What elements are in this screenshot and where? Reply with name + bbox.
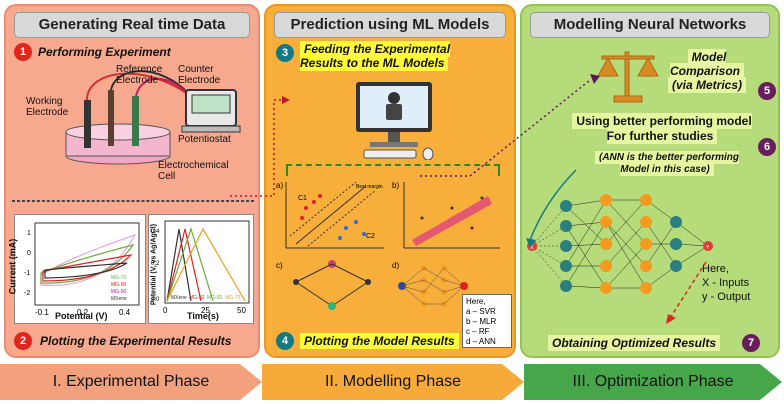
legend-mlr: b – MLR bbox=[466, 317, 497, 326]
gcd-xtick: 50 bbox=[237, 306, 246, 315]
step-badge-5: 5 bbox=[758, 82, 776, 100]
cv-ytick: -2 bbox=[24, 290, 30, 297]
phase-arrow-experimental: I. Experimental Phase bbox=[0, 364, 262, 400]
mlr-plot: b) bbox=[392, 178, 504, 254]
gcd-xtick: 0 bbox=[163, 306, 168, 315]
nn-legend-x: X - Inputs bbox=[702, 277, 750, 289]
step-title-2: Plotting the Experimental Results bbox=[40, 334, 232, 348]
cv-plot: -0.1 0.2 0.4 1 0 -1 -2 MG-70 MG-60 MG-50… bbox=[7, 214, 146, 324]
nn-output-node bbox=[703, 241, 713, 251]
scale-icon bbox=[597, 51, 659, 103]
step-title-4: Plotting the Model Results bbox=[300, 333, 459, 349]
gcd-legend: MG-60 bbox=[207, 295, 223, 301]
cv-legend: MG-60 bbox=[111, 282, 127, 288]
step-badge-7: 7 bbox=[742, 334, 760, 352]
dashed-connector bbox=[286, 164, 500, 176]
step-title-3: Feeding the Experimental Results to the … bbox=[300, 41, 451, 71]
step-badge-3: 3 bbox=[276, 44, 294, 62]
cv-xtick: 0.4 bbox=[119, 308, 131, 317]
gcd-ytick: 0.0 bbox=[151, 297, 160, 303]
phase-arrow-optimization: III. Optimization Phase bbox=[524, 364, 782, 400]
gcd-xlabel: Time(s) bbox=[187, 311, 219, 321]
step-title-5: Model Comparison (via Metrics) bbox=[662, 49, 752, 93]
svr-plot: a) Best margin C1 C2 bbox=[276, 178, 388, 254]
reference-electrode-label: Reference Electrode bbox=[116, 64, 163, 86]
nn-legend-y: y - Output bbox=[702, 291, 751, 303]
gcd-xtick: 25 bbox=[201, 306, 210, 315]
gcd-ytick: 0.4 bbox=[151, 229, 160, 235]
phase-label: III. Optimization Phase bbox=[572, 373, 734, 390]
legend-here: Here, bbox=[466, 297, 486, 306]
panel-title: Prediction using ML Models bbox=[274, 12, 506, 38]
cv-legend: MXene bbox=[111, 296, 127, 302]
phase-label: I. Experimental Phase bbox=[52, 373, 210, 390]
dashed-arrow-to-result bbox=[666, 261, 707, 324]
panel-title: Generating Real time Data bbox=[14, 12, 250, 38]
cv-xlabel: Potential (V) bbox=[55, 311, 108, 321]
electrochemical-setup-illustration bbox=[65, 70, 241, 165]
gcd-plot: 0 25 50 0.4 0.2 0.0 MXene MG-50 MG-60 MG… bbox=[148, 214, 254, 324]
gcd-legend: MXene bbox=[171, 295, 187, 301]
counter-electrode bbox=[132, 96, 139, 146]
phase-label: II. Modelling Phase bbox=[324, 373, 462, 390]
step-badge-1: 1 bbox=[14, 43, 32, 61]
gcd-legend: MG-50 bbox=[189, 295, 205, 301]
c1-label: C1 bbox=[298, 195, 307, 202]
best-margin-label: Best margin bbox=[356, 184, 383, 190]
nn-x-label: X bbox=[530, 245, 534, 251]
phase-arrow-modelling: II. Modelling Phase bbox=[262, 364, 524, 400]
gcd-legend: MG-70 bbox=[225, 295, 241, 301]
subplot-d-label: d) bbox=[392, 261, 399, 270]
cv-xtick: 0.2 bbox=[77, 308, 89, 317]
modelling-panel: Prediction using ML Models 3 Feeding the… bbox=[264, 4, 516, 358]
step-badge-4: 4 bbox=[276, 332, 294, 350]
computer-robot-illustration bbox=[356, 82, 434, 160]
nn-legend-here: Here, bbox=[702, 263, 729, 275]
nn-legend: Here, X - Inputs y - Output bbox=[702, 262, 776, 304]
step-title-7: Obtaining Optimized Results bbox=[548, 335, 721, 351]
ann-plot: d) bbox=[392, 258, 474, 314]
working-electrode-label: Working Electrode bbox=[26, 96, 69, 118]
cv-ytick: 1 bbox=[27, 230, 31, 237]
subplot-b-label: b) bbox=[392, 181, 399, 190]
cv-legend: MG-70 bbox=[111, 275, 127, 281]
subplot-a-label: a) bbox=[276, 181, 283, 190]
counter-electrode-label: Counter Electrode bbox=[178, 64, 221, 86]
experimental-panel: Generating Real time Data 1 Performing E… bbox=[4, 4, 260, 358]
step-badge-2: 2 bbox=[14, 332, 32, 350]
nn-y-label: Y bbox=[706, 245, 710, 251]
step6-subtitle: (ANN is the better performing Model in t… bbox=[582, 151, 752, 176]
cv-xtick: -0.1 bbox=[35, 308, 49, 317]
neural-network-diagram: X Y bbox=[527, 194, 713, 294]
potentiostat-label: Potentiostat bbox=[178, 134, 231, 145]
rf-plot: c) bbox=[276, 258, 388, 314]
step-title-1: Performing Experiment bbox=[38, 45, 171, 59]
cv-legend: MG-50 bbox=[111, 289, 127, 295]
panel-title: Modelling Neural Networks bbox=[530, 12, 770, 38]
gcd-ytick: 0.2 bbox=[151, 261, 160, 267]
model-legend: Here, a – SVR b – MLR c – RF d – ANN bbox=[462, 294, 512, 348]
step-title-6: Using better performing model For furthe… bbox=[572, 113, 752, 144]
cv-ytick: -1 bbox=[24, 270, 30, 277]
step-badge-6: 6 bbox=[758, 138, 776, 156]
working-electrode bbox=[84, 100, 91, 148]
optimization-panel: Modelling Neural Networks Model Comparis… bbox=[520, 4, 780, 358]
subplot-c-label: c) bbox=[276, 261, 283, 270]
legend-rf: c – RF bbox=[466, 327, 490, 336]
legend-ann: d – ANN bbox=[466, 337, 496, 346]
cv-ytick: 0 bbox=[27, 250, 31, 257]
legend-svr: a – SVR bbox=[466, 307, 496, 316]
dashed-divider bbox=[12, 200, 254, 202]
cell-label: Electrochemical Cell bbox=[158, 160, 229, 182]
c2-label: C2 bbox=[366, 233, 375, 240]
reference-electrode bbox=[108, 90, 114, 146]
